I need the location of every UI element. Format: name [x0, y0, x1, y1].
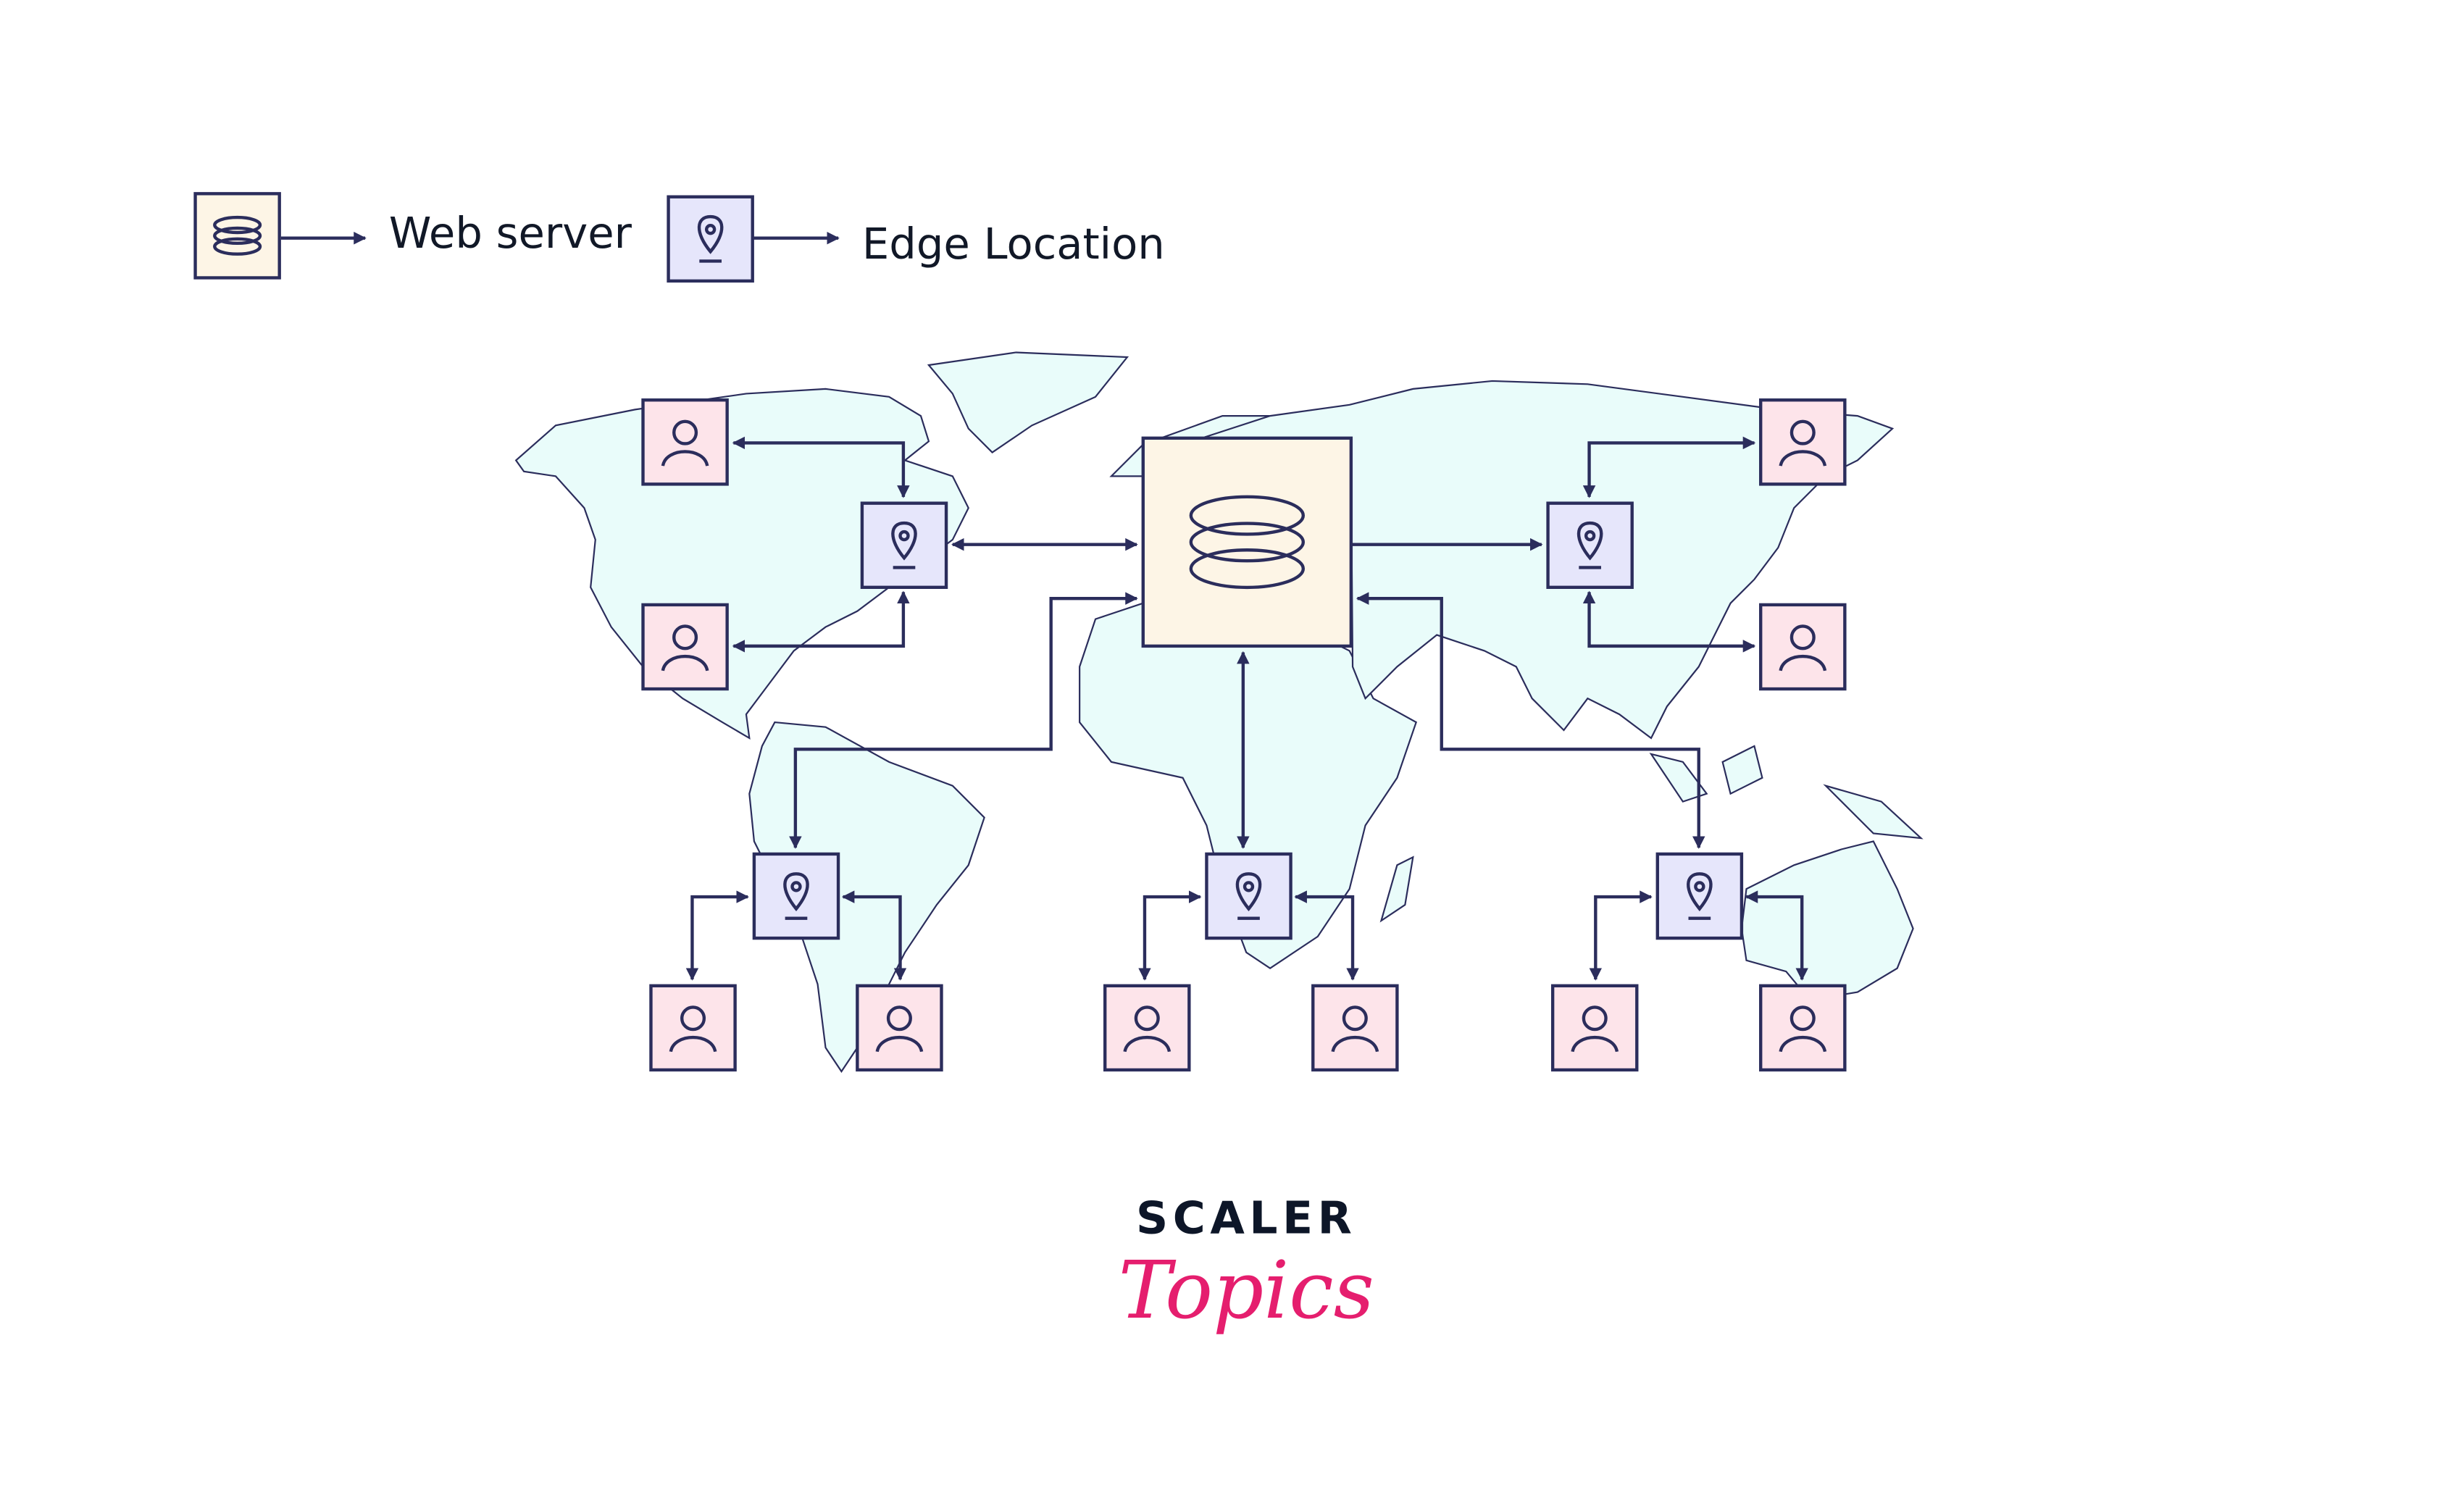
user-2	[641, 603, 729, 691]
user-icon	[1123, 1005, 1172, 1053]
user-3	[1759, 398, 1847, 486]
user-icon	[1779, 1005, 1827, 1053]
legend-edge-location-label: Edge Location	[862, 219, 1165, 269]
connector-arrow	[1294, 890, 1359, 981]
web-server	[1141, 436, 1353, 648]
user-icon	[661, 624, 709, 672]
legend-web-server-label: Web server	[389, 208, 632, 258]
location-pin-icon	[697, 214, 724, 263]
location-pin-icon	[891, 521, 917, 569]
legend: Web server Edge Location	[193, 192, 1165, 283]
legend-web-server-box	[193, 192, 281, 280]
user-7	[1103, 984, 1191, 1072]
user-icon	[1779, 419, 1827, 467]
edge-location-asia	[1546, 501, 1634, 589]
location-pin-icon	[1687, 872, 1713, 920]
location-pin-icon	[1235, 872, 1262, 920]
connectors	[685, 436, 1808, 981]
user-5	[649, 984, 737, 1072]
connector-arrow	[841, 890, 907, 981]
user-10	[1759, 984, 1847, 1072]
nodes	[641, 398, 1847, 1072]
legend-edge-location-icon	[667, 195, 754, 283]
user-6	[856, 984, 943, 1072]
user-icon	[661, 419, 709, 467]
logo-scaler: SCALER	[1136, 1193, 1356, 1245]
user-8	[1311, 984, 1399, 1072]
user-icon	[1331, 1005, 1379, 1053]
logo-topics: Topics	[1119, 1244, 1374, 1336]
edge-location-north-america	[860, 501, 948, 589]
location-pin-icon	[783, 872, 809, 920]
location-pin-icon	[1576, 521, 1603, 569]
user-icon	[1571, 1005, 1619, 1053]
user-9	[1550, 984, 1639, 1072]
user-icon	[1779, 624, 1827, 672]
user-1	[641, 398, 729, 486]
edge-location-australia	[1655, 852, 1744, 940]
connector-arrow	[789, 592, 1138, 849]
user-icon	[669, 1005, 717, 1053]
greenland	[927, 351, 1129, 453]
legend-web-server-icon	[193, 192, 281, 280]
user-icon	[875, 1005, 924, 1053]
madagascar	[1379, 856, 1414, 923]
connector-arrow	[1582, 436, 1756, 498]
connector-arrow	[685, 890, 749, 981]
scaler-topics-logo: SCALER Topics	[1119, 1193, 1374, 1336]
connector-arrow	[732, 436, 910, 498]
legend-edge-box	[667, 195, 754, 283]
connector-arrow	[1745, 890, 1808, 981]
australia	[1740, 840, 1914, 1001]
connector-arrow	[1589, 890, 1653, 981]
database-icon	[213, 215, 262, 256]
connector-arrow	[1356, 592, 1705, 849]
connector-arrow	[1138, 890, 1202, 981]
indonesia	[1649, 745, 1924, 840]
database-icon	[1189, 495, 1306, 590]
edge-location-africa	[1205, 852, 1292, 940]
edge-location-south-america	[752, 852, 840, 940]
user-4	[1759, 603, 1847, 691]
